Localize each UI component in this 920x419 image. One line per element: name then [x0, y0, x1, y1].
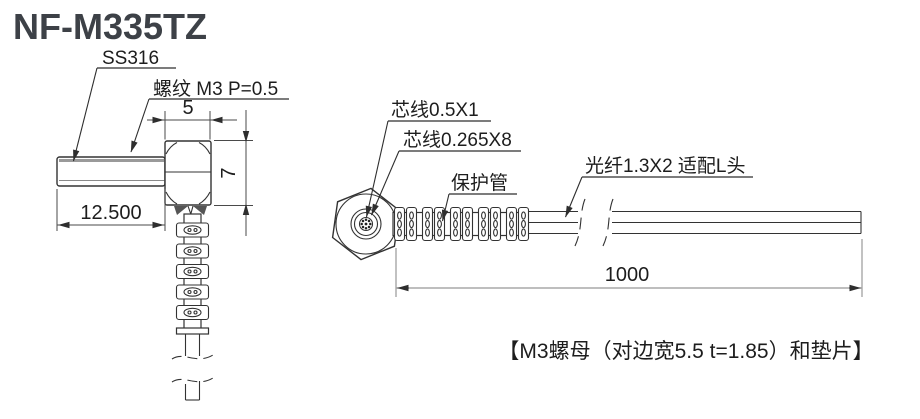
footnote: 【M3螺母（对边宽5.5 t=1.85）和垫片】 — [498, 340, 873, 363]
label-tube: 保护管 — [441, 172, 517, 222]
right-view: 芯线0.5X1 芯线0.265X8 保护管 光纤1.3X2 适配L头 — [331, 99, 863, 297]
core-multi-label-text: 芯线0.265X8 — [403, 129, 512, 151]
dim-thread-length: 12.500 — [56, 189, 166, 231]
crimp-joint — [174, 205, 207, 216]
bellows-horizontal — [392, 206, 530, 242]
fiber-core-dots — [360, 218, 372, 230]
hex-head-side — [164, 140, 212, 206]
material-label-text: SS316 — [102, 48, 159, 69]
label-fiber: 光纤1.3X2 适配L头 — [564, 155, 753, 218]
break-mark — [171, 377, 214, 383]
dim-total-length: 1000 — [395, 239, 863, 297]
label-material: SS316 — [72, 48, 176, 162]
dim-thread-length-value: 12.500 — [80, 202, 141, 224]
dim-total-length-value: 1000 — [605, 264, 650, 286]
dim-head-width: 5 — [147, 97, 237, 140]
label-core-multi: 芯线0.265X8 — [370, 129, 521, 216]
threaded-rod — [56, 156, 166, 187]
break-mark — [574, 198, 586, 247]
break-mark — [171, 354, 214, 360]
thread-label-text: 螺纹 M3 P=0.5 — [153, 78, 278, 100]
fiber-cable — [528, 198, 862, 247]
dim-head-height-value: 7 — [218, 167, 240, 178]
dim-head-width-value: 5 — [182, 97, 193, 119]
core-single-label-text: 芯线0.5X1 — [391, 99, 479, 121]
label-core-single: 芯线0.5X1 — [365, 99, 491, 218]
tube-label-text: 保护管 — [451, 172, 508, 194]
fiber-label-text: 光纤1.3X2 适配L头 — [585, 155, 746, 177]
dim-head-height: 7 — [214, 110, 253, 236]
label-thread: 螺纹 M3 P=0.5 — [130, 78, 289, 153]
bellows-vertical — [171, 213, 214, 401]
part-title: NF-M335TZ — [13, 6, 207, 47]
left-view: 5 7 12.500 SS316 螺纹 M3 P=0.5 — [56, 48, 289, 401]
hex-flange-end — [331, 187, 401, 261]
break-mark — [602, 198, 614, 247]
